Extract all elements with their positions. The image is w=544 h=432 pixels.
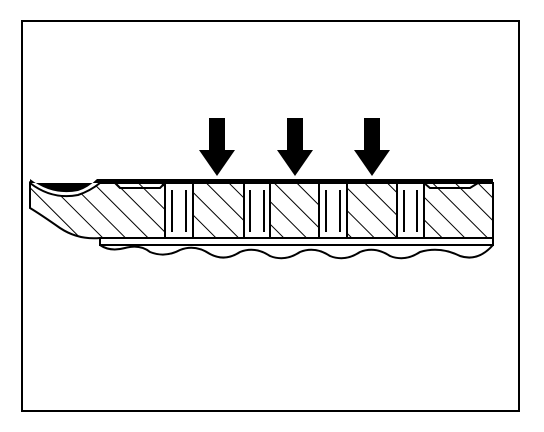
hole-3 <box>318 182 348 239</box>
hole-1 <box>164 182 194 239</box>
hatched-body <box>29 180 166 240</box>
bottom-plate <box>99 237 494 246</box>
top-lip-right <box>423 182 479 189</box>
top-lip-left <box>114 182 166 189</box>
down-arrow-icon <box>277 118 313 176</box>
frame-border <box>21 20 520 412</box>
hole-2 <box>243 182 271 239</box>
hatched-segment-4 <box>423 182 494 239</box>
down-arrow-icon <box>354 118 390 176</box>
hatched-segment-2 <box>269 182 320 239</box>
hatched-segment-1 <box>192 182 245 239</box>
down-arrow-icon <box>199 118 235 176</box>
break-line <box>99 244 494 260</box>
hole-4 <box>396 182 425 239</box>
hatched-segment-3 <box>346 182 398 239</box>
